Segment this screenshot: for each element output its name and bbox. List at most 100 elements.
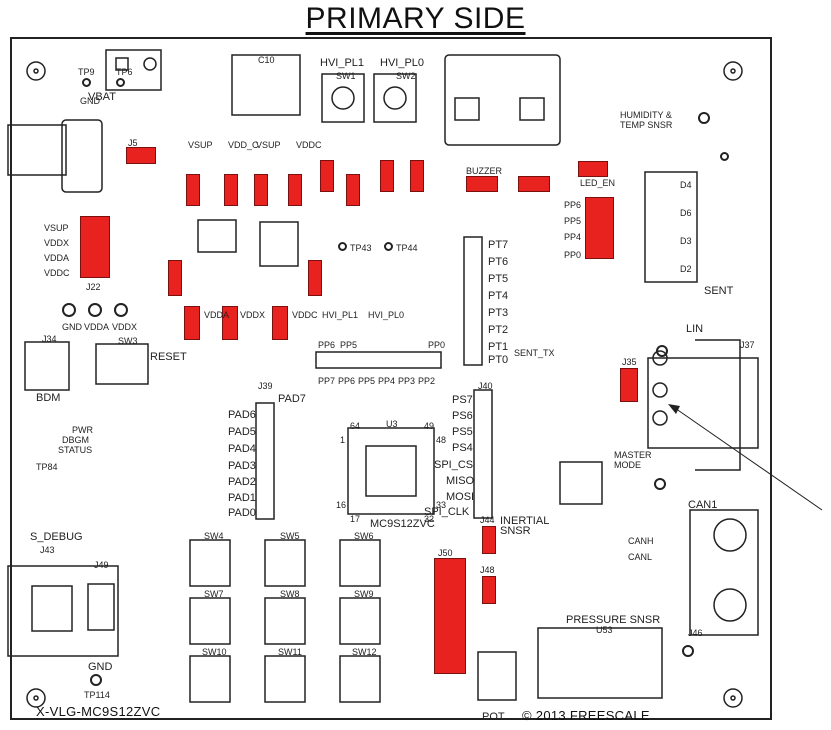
- pp4-label: PP4: [378, 376, 396, 386]
- jumper-j50[interactable]: [434, 558, 466, 674]
- ps7-label: PS7: [452, 394, 473, 406]
- c10-label: C10: [258, 55, 275, 65]
- jumper-j14[interactable]: [518, 176, 550, 192]
- hv1-label: HVI_PL1: [320, 57, 365, 69]
- jumper-j28[interactable]: [168, 260, 182, 296]
- spi-cs-label: SPI_CS: [434, 459, 474, 471]
- sent-label: SENT: [704, 285, 734, 297]
- tp84-label: TP84: [36, 462, 58, 472]
- jumper-j13[interactable]: [320, 160, 334, 192]
- pt3-label: PT3: [488, 307, 509, 319]
- pressure-ref: U53: [596, 625, 613, 635]
- j44-label: J44: [480, 515, 495, 525]
- sw1-label: SW1: [336, 71, 356, 81]
- jumper-j48[interactable]: [482, 576, 496, 604]
- hvi-pl0-label: HVI_PL0: [368, 310, 405, 320]
- jumper-j19[interactable]: [288, 174, 302, 206]
- tp44-label: TP44: [396, 243, 418, 253]
- pp5-label: PP5: [564, 216, 582, 226]
- jumper-j10[interactable]: [346, 174, 360, 206]
- jumper-led-en[interactable]: [578, 161, 608, 177]
- j48-label: J48: [480, 565, 495, 575]
- jumper-j30[interactable]: [222, 306, 238, 340]
- pp5-pad-label: PP5: [358, 376, 376, 386]
- pot-label: POT: [482, 711, 505, 723]
- jumper-j18[interactable]: [254, 174, 268, 206]
- hv0-label: HVI_PL0: [380, 57, 425, 69]
- pp0-row-label: PP0: [428, 340, 446, 350]
- vddc-label: VDDC: [44, 268, 70, 278]
- pad6-label: PAD6: [228, 409, 256, 421]
- j5-label: J5: [128, 138, 138, 148]
- pad1-label: PAD1: [228, 492, 256, 504]
- pt2-label: PT2: [488, 324, 509, 336]
- pp7-label: PP7: [318, 376, 336, 386]
- pp6-row-label: PP6: [318, 340, 336, 350]
- pp6-pad-label: PP6: [338, 376, 356, 386]
- pt7-label: PT7: [488, 239, 509, 251]
- buzzer-label: BUZZER: [466, 166, 502, 176]
- sw5-label: SW5: [280, 531, 300, 541]
- vdda-label: VDDA: [44, 253, 70, 263]
- ps5-label: PS5: [452, 426, 473, 438]
- vdda-bottom-label: VDDA: [204, 310, 230, 320]
- gnd-label: GND: [80, 96, 100, 106]
- vdda-tp-label: VDDA: [84, 322, 110, 332]
- pt5-label: PT5: [488, 273, 509, 285]
- sw9-label: SW9: [354, 589, 374, 599]
- inertial-label: INERTIAL SNSR: [500, 515, 549, 537]
- jumper-buzzer[interactable]: [466, 176, 498, 192]
- sent-tx-label: SENT_TX: [514, 348, 555, 358]
- test-point: [82, 78, 91, 87]
- mcu-ref-label: U3: [386, 419, 398, 429]
- sw3-label: SW3: [118, 336, 138, 346]
- j34-label: J34: [42, 334, 57, 344]
- pad3-label: PAD3: [228, 460, 256, 472]
- pad2-label: PAD2: [228, 476, 256, 488]
- test-point: [88, 303, 102, 317]
- sw7-label: SW7: [204, 589, 224, 599]
- sw11-label: SW11: [278, 647, 302, 657]
- mosi-label: MOSI: [446, 491, 475, 503]
- pt1-label: PT1: [488, 341, 509, 353]
- tp9-label: TP9: [78, 67, 95, 77]
- vddx-bottom-label: VDDX: [240, 310, 266, 320]
- jumper-j12[interactable]: [410, 160, 424, 192]
- mcu-pin-32: 32: [424, 514, 435, 524]
- test-point: [116, 78, 125, 87]
- ps4-label: PS4: [452, 442, 473, 454]
- miso-label: MISO: [446, 475, 475, 487]
- title: PRIMARY SIDE: [305, 2, 526, 35]
- gnd-bottom-label: GND: [88, 661, 113, 673]
- mcu-pin-16: 16: [336, 500, 347, 510]
- d2-label: D2: [680, 264, 692, 274]
- jumper-j25[interactable]: [308, 260, 322, 296]
- test-point: [682, 645, 694, 657]
- jumper-j27[interactable]: [224, 174, 238, 206]
- tp114-label: TP114: [84, 690, 110, 700]
- sw8-label: SW8: [280, 589, 300, 599]
- jumper-j26[interactable]: [186, 174, 200, 206]
- mcu-pin-33: 33: [436, 500, 447, 510]
- vddc-top-label: VDDC: [296, 140, 322, 150]
- jumper-j35[interactable]: [620, 368, 638, 402]
- jumper-j11[interactable]: [380, 160, 394, 192]
- jumper-j29[interactable]: [184, 306, 200, 340]
- jumper-j44[interactable]: [482, 526, 496, 554]
- jumper-j31[interactable]: [272, 306, 288, 340]
- mcu-pin-48: 48: [436, 435, 447, 445]
- sw4-label: SW4: [204, 531, 224, 541]
- dbgm-label: DBGM: [62, 435, 89, 445]
- mcu-part-label: MC9S12ZVC: [370, 518, 435, 530]
- pt4-label: PT4: [488, 290, 509, 302]
- reset-label: RESET: [150, 351, 187, 363]
- j43-label: J43: [40, 545, 55, 555]
- vsup-top-label: VSUP: [188, 140, 213, 150]
- pt0-label: PT0: [488, 354, 509, 366]
- jumper-j22[interactable]: [80, 216, 110, 278]
- jumper-j20[interactable]: [585, 197, 614, 259]
- jumper-j5[interactable]: [126, 147, 156, 164]
- pad4-label: PAD4: [228, 443, 256, 455]
- j49-label: J49: [94, 560, 109, 570]
